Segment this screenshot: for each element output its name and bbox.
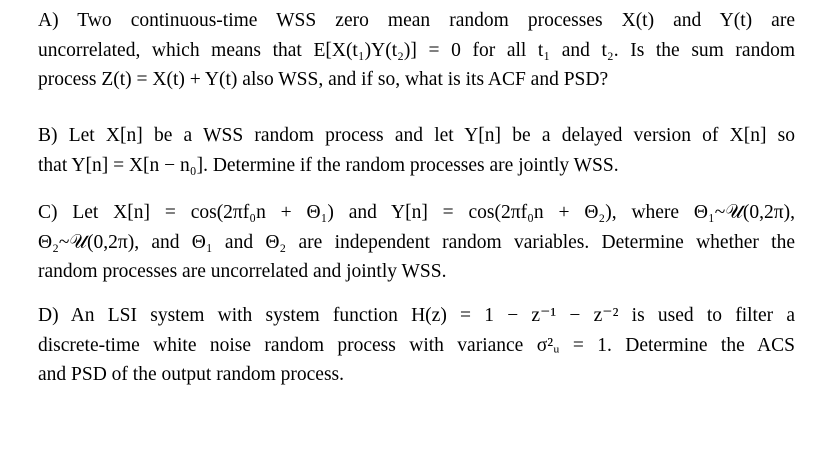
problem-a-line-3: process Z(t) = X(t) + Y(t) also WSS, and… xyxy=(38,69,609,90)
problem-c-line-2: Θ₂~𝒰(0,2π), and Θ₁ and Θ₂ are independen… xyxy=(38,231,795,253)
problem-b-line-1: B) Let X[n] be a WSS random process and … xyxy=(38,125,795,146)
problem-b: B) Let X[n] be a WSS random process and … xyxy=(38,121,795,180)
problem-d-line-2: discrete-time white noise random process… xyxy=(38,334,795,356)
problem-c: C) Let X[n] = cos(2πf₀n + Θ₁) and Y[n] =… xyxy=(38,198,795,287)
problem-a: A) Two continuous-time WSS zero mean ran… xyxy=(38,6,795,95)
problem-d-line-3: and PSD of the output random process. xyxy=(38,364,345,385)
problem-d-line-1: D) An LSI system with system function H(… xyxy=(38,305,795,326)
problem-c-line-1: C) Let X[n] = cos(2πf₀n + Θ₁) and Y[n] =… xyxy=(38,202,795,223)
problem-d: D) An LSI system with system function H(… xyxy=(38,301,795,390)
problem-b-line-2: that Y[n] = X[n − n₀]. Determine if the … xyxy=(38,154,619,176)
problem-a-line-1: A) Two continuous-time WSS zero mean ran… xyxy=(38,10,795,31)
problem-c-line-3: random processes are uncorrelated and jo… xyxy=(38,261,447,282)
problem-a-line-2: uncorrelated, which means that E[X(t₁)Y(… xyxy=(38,39,795,61)
